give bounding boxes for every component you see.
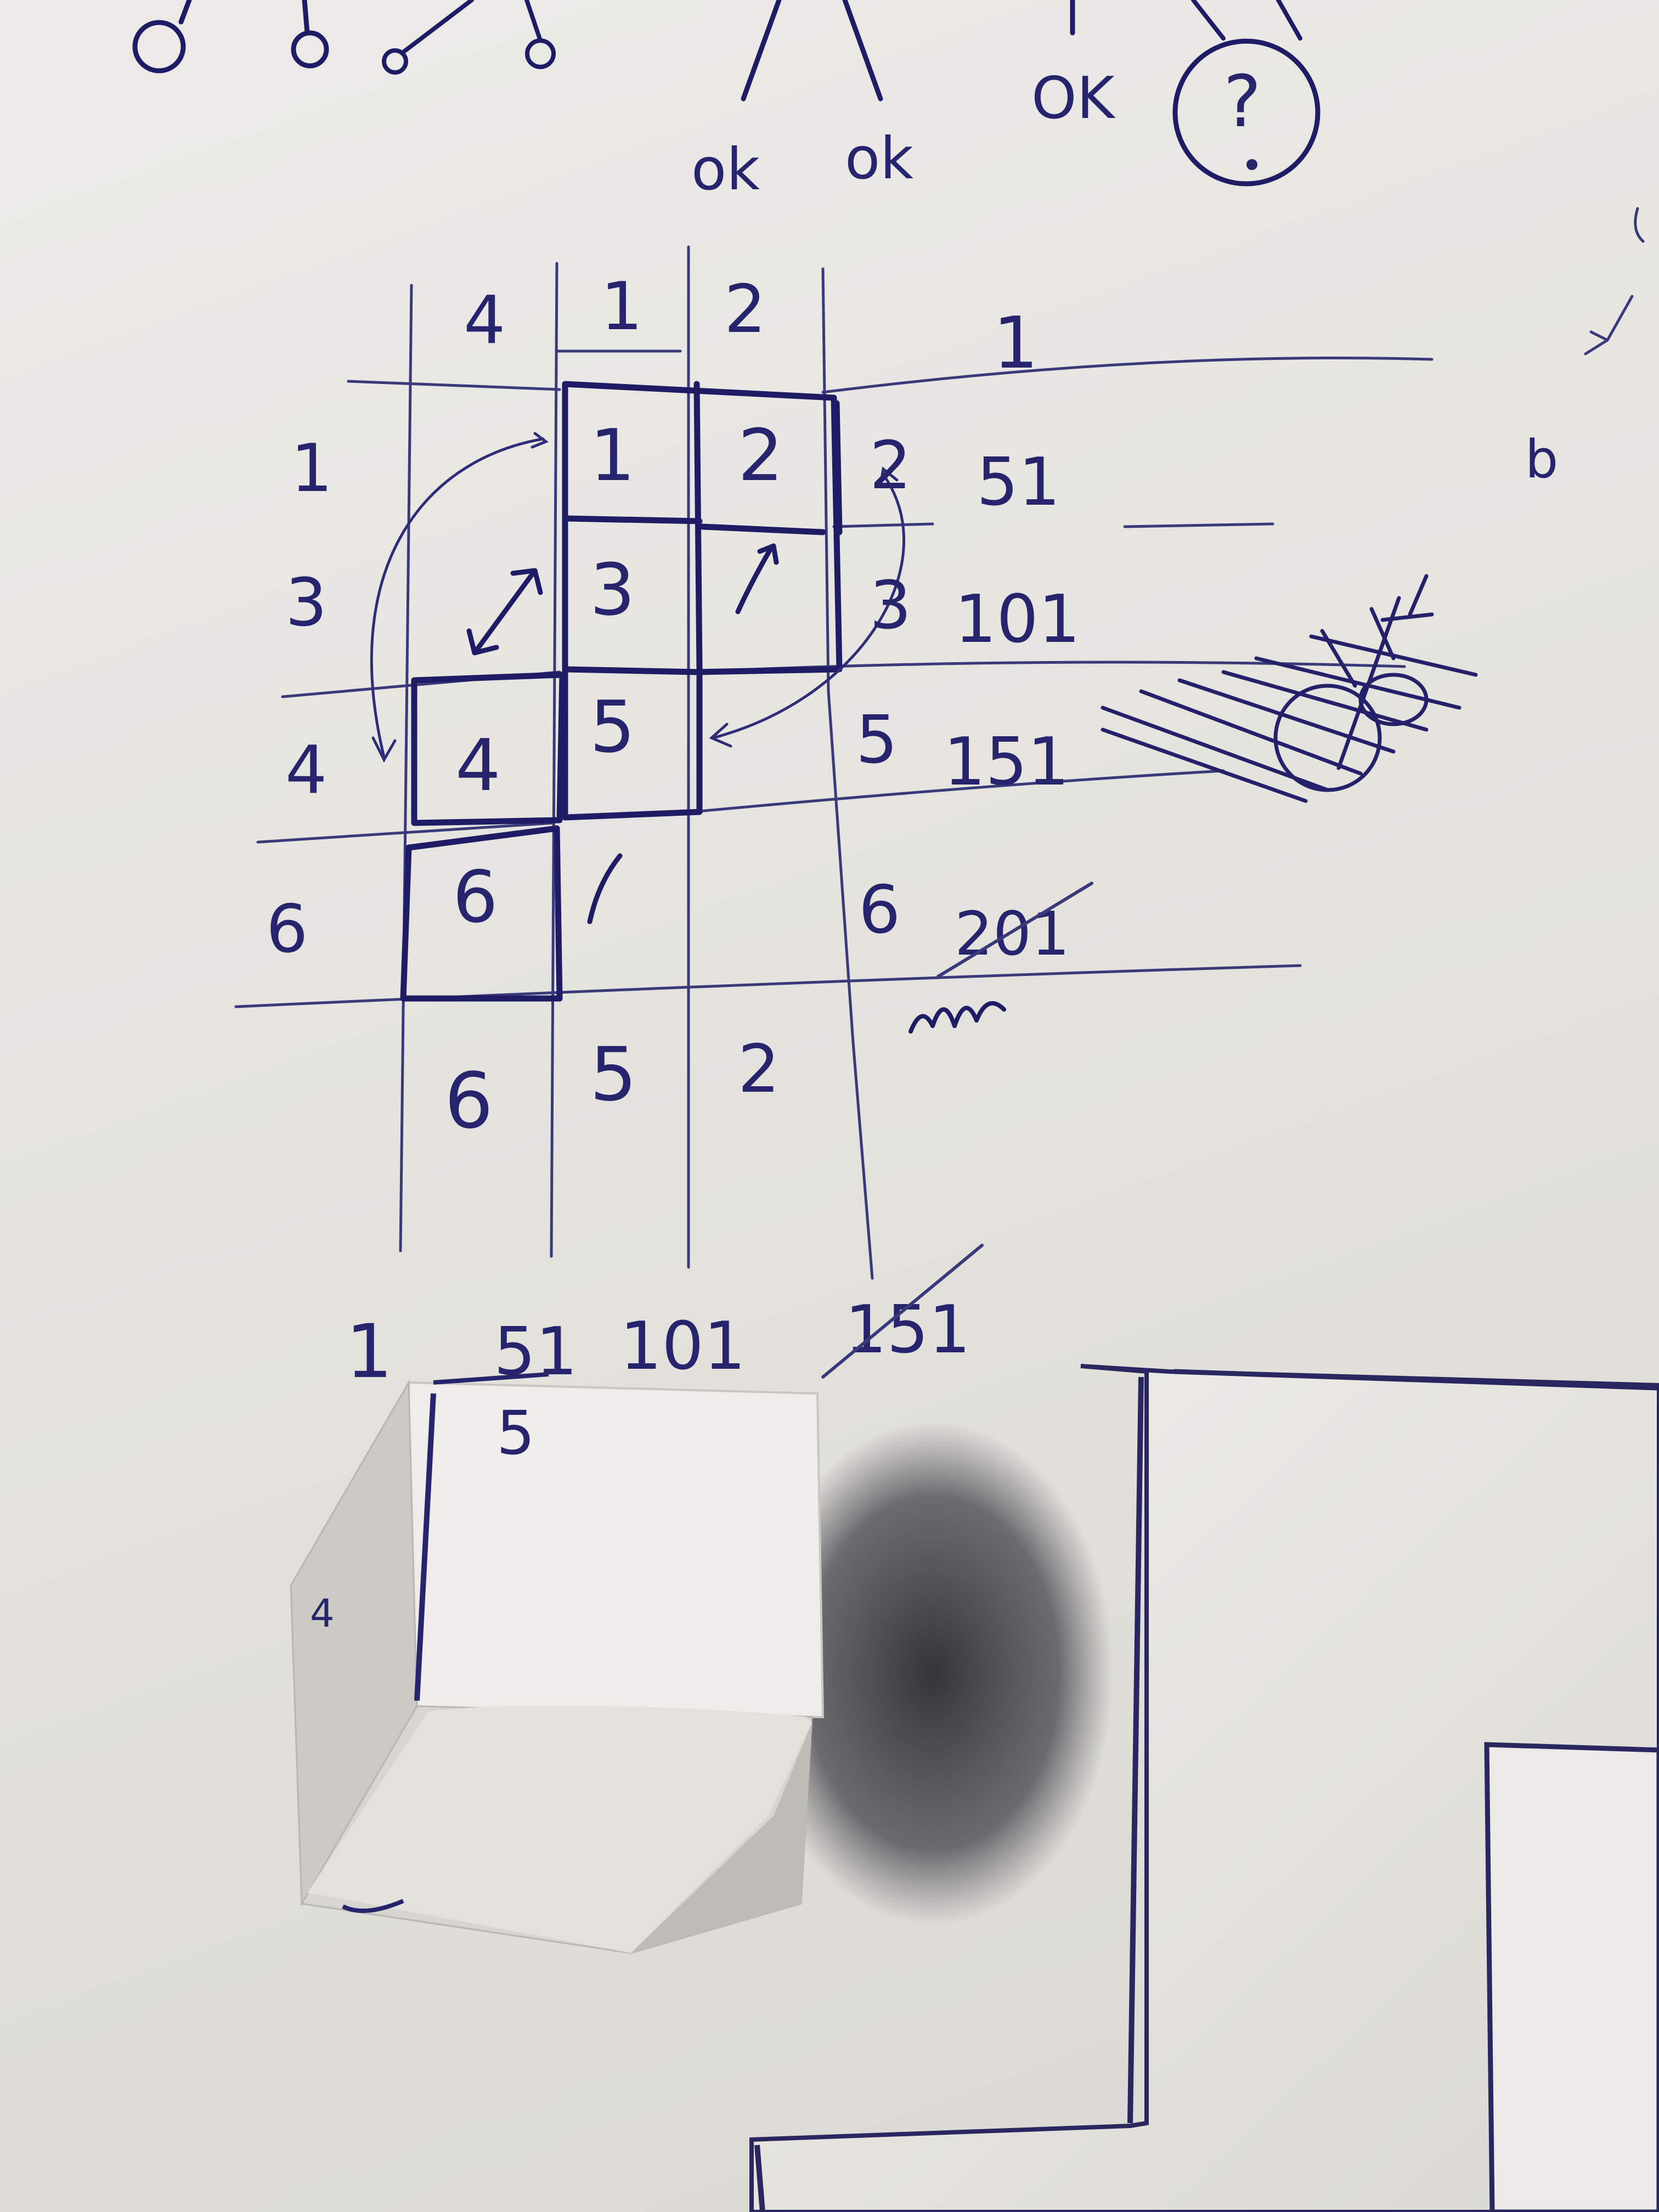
left-label-4: 4 <box>285 732 327 809</box>
paper-cube <box>290 1372 825 1954</box>
left-label-6: 6 <box>266 891 308 968</box>
paper-cutout <box>749 1364 1659 2212</box>
header-col-4: 4 <box>464 283 505 359</box>
header-col-1: 1 <box>601 269 642 345</box>
left-label-3: 3 <box>285 565 327 641</box>
cell-1: 1 <box>590 414 635 497</box>
footer-num-151: 151 <box>845 1292 970 1368</box>
offset-101: 101 <box>955 582 1080 658</box>
bottom-label-6: 6 <box>444 1057 493 1146</box>
cube-label-side: 4 <box>310 1591 335 1636</box>
swap-arrows <box>370 432 905 924</box>
cell-4: 4 <box>455 724 501 807</box>
ok-label-upper: OK <box>1031 65 1116 132</box>
header-right-1: 1 <box>993 301 1039 385</box>
cube-label-top: 5 <box>496 1398 535 1468</box>
ok-label-left: ok <box>691 136 760 203</box>
top-sketch <box>132 0 1321 187</box>
grid-lines <box>234 245 1434 1280</box>
offset-51: 51 <box>977 444 1060 521</box>
cell-5: 5 <box>590 685 635 769</box>
footer-num-1: 1 <box>346 1308 393 1395</box>
right-label-5: 5 <box>856 702 898 778</box>
left-label-1: 1 <box>291 431 332 507</box>
cell-3: 3 <box>590 548 635 631</box>
header-col-2: 2 <box>724 272 766 348</box>
bottom-label-2: 2 <box>738 1031 780 1108</box>
right-label-3: 3 <box>870 568 911 644</box>
footer-num-101: 101 <box>620 1308 746 1385</box>
offset-201: 201 <box>955 899 1070 969</box>
question-mark: ? <box>1223 60 1261 143</box>
ok-label-right: ok <box>845 125 913 192</box>
right-label-2: 2 <box>870 428 911 504</box>
bottom-label-5: 5 <box>590 1031 637 1118</box>
cell-6: 6 <box>453 855 498 939</box>
crossed-out-scribble <box>1101 574 1478 803</box>
right-label-6: 6 <box>859 872 900 949</box>
cell-2: 2 <box>738 414 783 497</box>
margin-mark: b <box>1525 430 1558 490</box>
offset-151: 151 <box>944 724 1069 800</box>
cube-shadow <box>752 1421 1114 1926</box>
